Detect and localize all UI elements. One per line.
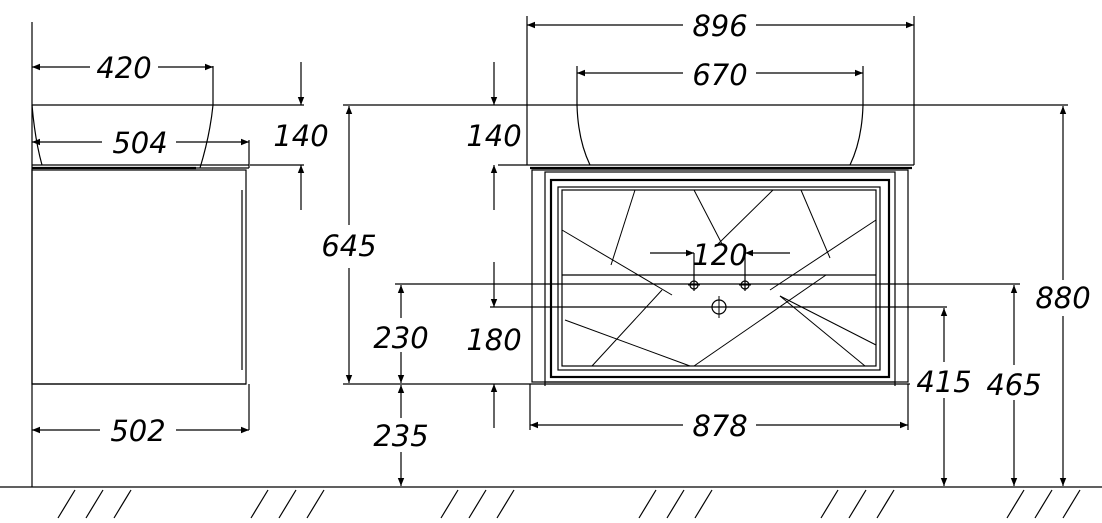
dim-side-base-width: 502: [110, 414, 165, 448]
side-view: 420 504 502 140: [31, 22, 329, 487]
dim-overall-height: 880: [1035, 281, 1090, 315]
dim-drain-height: 415: [916, 365, 971, 399]
dim-front-cabinet-width: 878: [692, 409, 747, 443]
dim-tap-spacing: 120: [692, 238, 747, 272]
dim-front-180: 180: [466, 323, 521, 357]
dim-front-outer-width: 896: [692, 9, 747, 43]
dim-drawer-height: 230: [373, 321, 428, 355]
side-cabinet-body: [31, 169, 247, 385]
floor-hatching: [57, 489, 1081, 519]
dim-front-top-height: 140: [466, 119, 521, 153]
dim-side-top-width: 504: [112, 126, 167, 160]
floor: [0, 486, 1102, 519]
dim-side-basin-width: 420: [96, 51, 151, 85]
dim-front-basin-width: 670: [692, 58, 747, 92]
dim-leg-height: 235: [373, 419, 428, 453]
decor-pattern: [561, 189, 877, 367]
dim-tap-height: 465: [986, 368, 1041, 402]
front-view: 120 896 670 878 140 645 180 2: [321, 9, 1091, 486]
dim-total-cabinet-height: 645: [321, 229, 376, 263]
front-basin-bowl: [576, 66, 864, 166]
dim-side-top-height: 140: [273, 119, 328, 153]
side-basin-profile: [31, 66, 214, 169]
front-cabinet-frame: [531, 169, 909, 383]
